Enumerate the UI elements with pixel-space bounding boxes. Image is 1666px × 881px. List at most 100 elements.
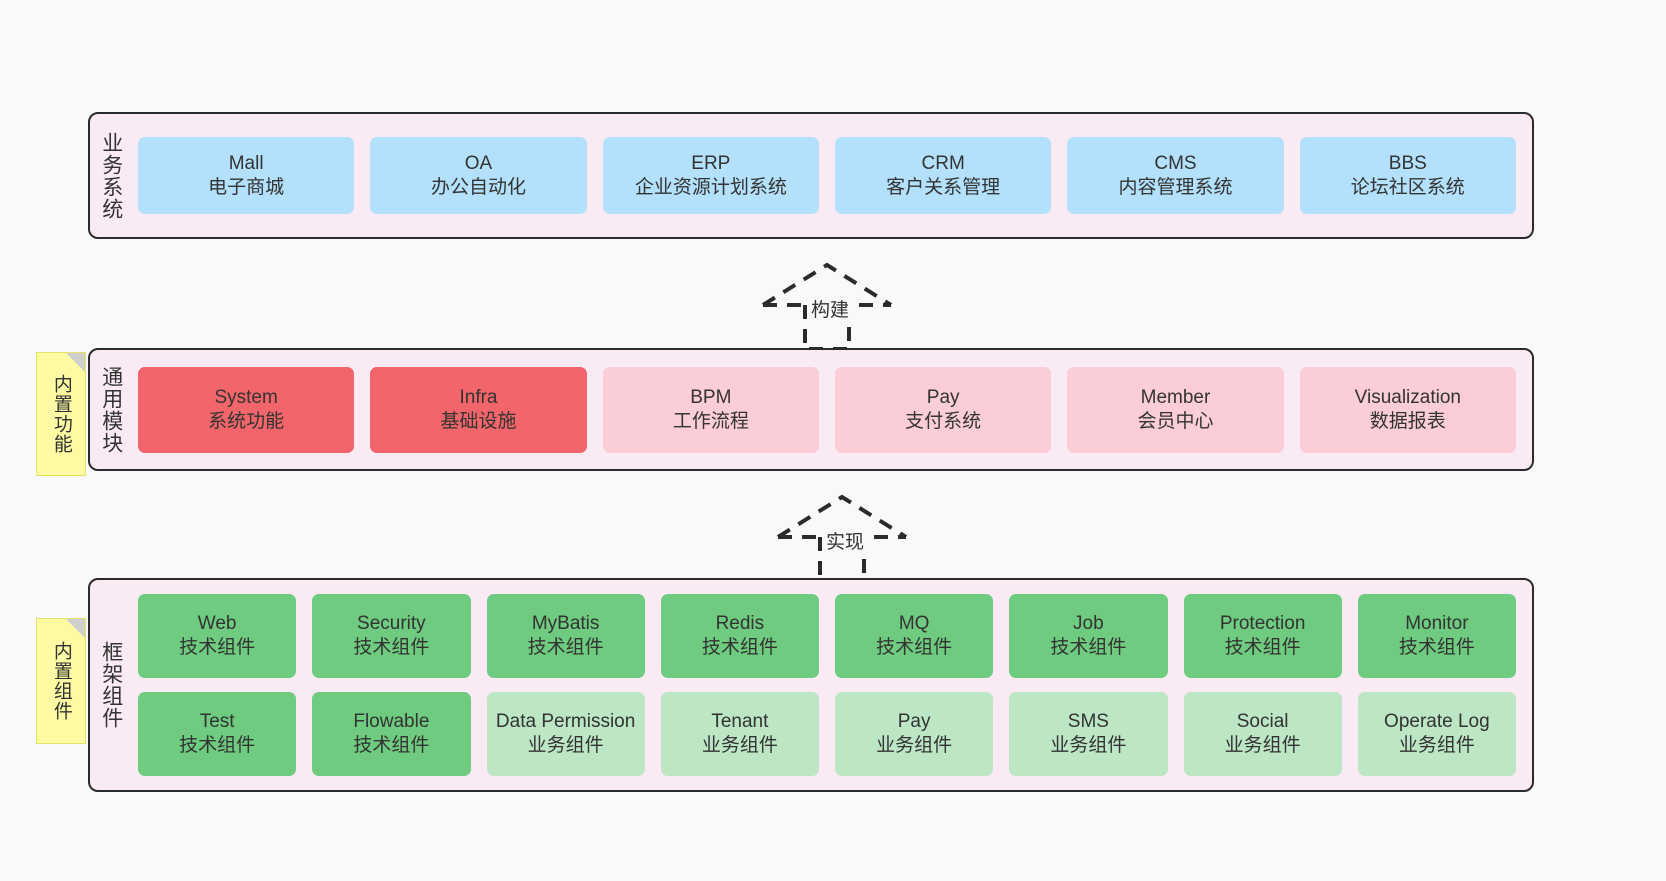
card-subtitle: 业务组件 [876,735,953,756]
card-title: ERP [691,152,731,174]
layer-common-module: 通用模块 System 系统功能 Infra 基础设施 BPM 工作流程 Pay… [88,348,1534,471]
layer-title-common-module: 通用模块 [99,365,123,454]
card-protection[interactable]: Protection 技术组件 [1183,594,1342,678]
card-subtitle: 业务组件 [1050,735,1127,756]
card-title: Protection [1219,613,1306,635]
card-tenant[interactable]: Tenant 业务组件 [660,692,819,776]
card-test[interactable]: Test 技术组件 [138,692,297,776]
card-subtitle: 技术组件 [179,735,256,756]
card-title: Redis [715,613,765,635]
card-job[interactable]: Job 技术组件 [1009,594,1168,678]
card-title: Security [357,613,426,635]
card-infra[interactable]: Infra 基础设施 [370,366,587,453]
card-mall[interactable]: Mall 电子商城 [138,137,355,214]
card-system[interactable]: System 系统功能 [138,366,355,453]
layer-body-framework-component: Web 技术组件 Security 技术组件 MyBatis 技术组件 Redi… [132,580,1532,790]
card-title: Data Permission [495,711,636,733]
card-subtitle: 支付系统 [905,410,982,432]
card-title: Visualization [1354,386,1461,408]
card-subtitle: 业务组件 [701,735,778,756]
card-title: Member [1140,386,1211,408]
connector-implement: 实现 [770,489,920,584]
connector-implement-label: 实现 [822,527,868,554]
card-title: SMS [1067,711,1109,733]
card-subtitle: 技术组件 [1224,637,1301,658]
card-title: Social [1236,711,1289,733]
card-subtitle: 办公自动化 [430,176,526,198]
card-flowable[interactable]: Flowable 技术组件 [312,692,471,776]
card-subtitle: 技术组件 [179,637,256,658]
card-subtitle: 会员中心 [1137,410,1214,432]
card-title: BPM [690,386,732,408]
card-subtitle: 技术组件 [353,735,430,756]
card-title: Infra [459,386,498,408]
card-subtitle: 业务组件 [1224,735,1301,756]
card-title: MyBatis [531,613,600,635]
note-builtin-function: 内置功能 [36,352,86,476]
card-subtitle: 企业资源计划系统 [634,176,787,198]
card-monitor[interactable]: Monitor 技术组件 [1357,594,1516,678]
card-subtitle: 电子商城 [208,176,285,198]
card-social[interactable]: Social 业务组件 [1183,692,1342,776]
card-title: MQ [898,613,930,635]
card-subtitle: 基础设施 [440,410,517,432]
card-pay-component[interactable]: Pay 业务组件 [835,692,994,776]
card-data-permission[interactable]: Data Permission 业务组件 [486,692,645,776]
card-visualization[interactable]: Visualization 数据报表 [1299,366,1516,453]
connector-build: 构建 [755,257,905,352]
folded-corner-icon [66,353,85,372]
card-subtitle: 技术组件 [527,637,604,658]
card-sms[interactable]: SMS 业务组件 [1009,692,1168,776]
card-oa[interactable]: OA 办公自动化 [370,137,587,214]
layer-business-system: 业务系统 Mall 电子商城 OA 办公自动化 ERP 企业资源计划系统 CRM… [88,112,1534,239]
card-subtitle: 客户关系管理 [886,176,1001,198]
card-subtitle: 工作流程 [672,410,749,432]
card-title: Monitor [1405,613,1469,635]
card-bbs[interactable]: BBS 论坛社区系统 [1299,137,1516,214]
card-title: System [214,386,278,408]
card-title: Web [197,613,237,635]
card-subtitle: 技术组件 [1398,637,1475,658]
card-erp[interactable]: ERP 企业资源计划系统 [602,137,819,214]
layer-framework-component: 框架组件 Web 技术组件 Security 技术组件 MyBatis 技术组件… [88,578,1534,792]
generalization-arrow-icon [761,262,893,351]
card-row: Web 技术组件 Security 技术组件 MyBatis 技术组件 Redi… [138,594,1516,678]
card-subtitle: 业务组件 [527,735,604,756]
card-subtitle: 数据报表 [1369,410,1446,432]
card-title: Mall [228,152,264,174]
card-title: Pay [897,711,931,733]
card-row: Mall 电子商城 OA 办公自动化 ERP 企业资源计划系统 CRM 客户关系… [138,137,1516,214]
card-subtitle: 技术组件 [701,637,778,658]
folded-corner-icon [66,619,85,638]
card-operate-log[interactable]: Operate Log 业务组件 [1357,692,1516,776]
layer-body-common-module: System 系统功能 Infra 基础设施 BPM 工作流程 Pay 支付系统… [132,350,1532,469]
layer-title-framework-component: 框架组件 [99,641,123,729]
card-cms[interactable]: CMS 内容管理系统 [1067,137,1284,214]
card-title: Test [199,711,235,733]
note-label: 内置组件 [50,641,72,721]
card-title: Pay [926,386,960,408]
card-subtitle: 业务组件 [1398,735,1475,756]
card-redis[interactable]: Redis 技术组件 [660,594,819,678]
card-security[interactable]: Security 技术组件 [312,594,471,678]
card-subtitle: 技术组件 [1050,637,1127,658]
card-title: Operate Log [1384,711,1490,733]
note-builtin-component: 内置组件 [36,618,86,744]
card-bpm[interactable]: BPM 工作流程 [602,366,819,453]
card-title: Job [1073,613,1104,635]
card-mq[interactable]: MQ 技术组件 [835,594,994,678]
card-web[interactable]: Web 技术组件 [138,594,297,678]
card-mybatis[interactable]: MyBatis 技术组件 [486,594,645,678]
card-crm[interactable]: CRM 客户关系管理 [834,137,1052,214]
layer-title-business-system: 业务系统 [99,131,123,220]
card-title: Tenant [711,711,769,733]
card-title: CRM [921,152,965,174]
card-pay[interactable]: Pay 支付系统 [834,366,1052,453]
generalization-arrow-icon [776,494,908,583]
card-member[interactable]: Member 会员中心 [1067,366,1284,453]
card-title: BBS [1388,152,1427,174]
card-subtitle: 论坛社区系统 [1350,176,1465,198]
card-subtitle: 内容管理系统 [1118,176,1233,198]
card-subtitle: 技术组件 [353,637,430,658]
